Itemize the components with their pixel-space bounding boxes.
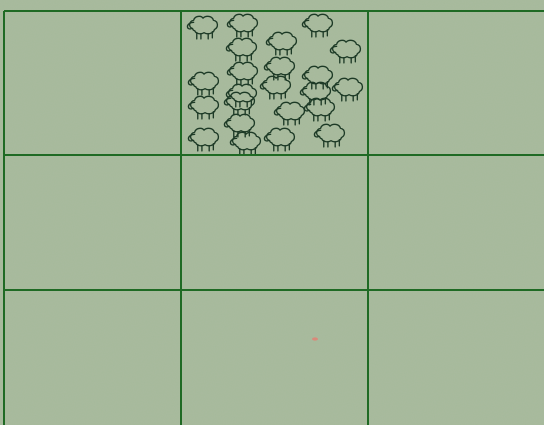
grid-cell-r0-c0[interactable] xyxy=(4,11,181,155)
red-marker xyxy=(312,337,318,340)
grid-cell-r0-c1[interactable] xyxy=(181,11,368,155)
grid-cell-r1-c1[interactable] xyxy=(181,155,368,290)
grid-cell-r1-c2[interactable] xyxy=(368,155,544,290)
grid-cell-r2-c0[interactable] xyxy=(4,290,181,425)
grid-cell-r1-c0[interactable] xyxy=(4,155,181,290)
grid-cell-r0-c2[interactable] xyxy=(368,11,544,155)
grid-cell-r2-c2[interactable] xyxy=(368,290,544,425)
grid-cell-r2-c1[interactable] xyxy=(181,290,368,425)
